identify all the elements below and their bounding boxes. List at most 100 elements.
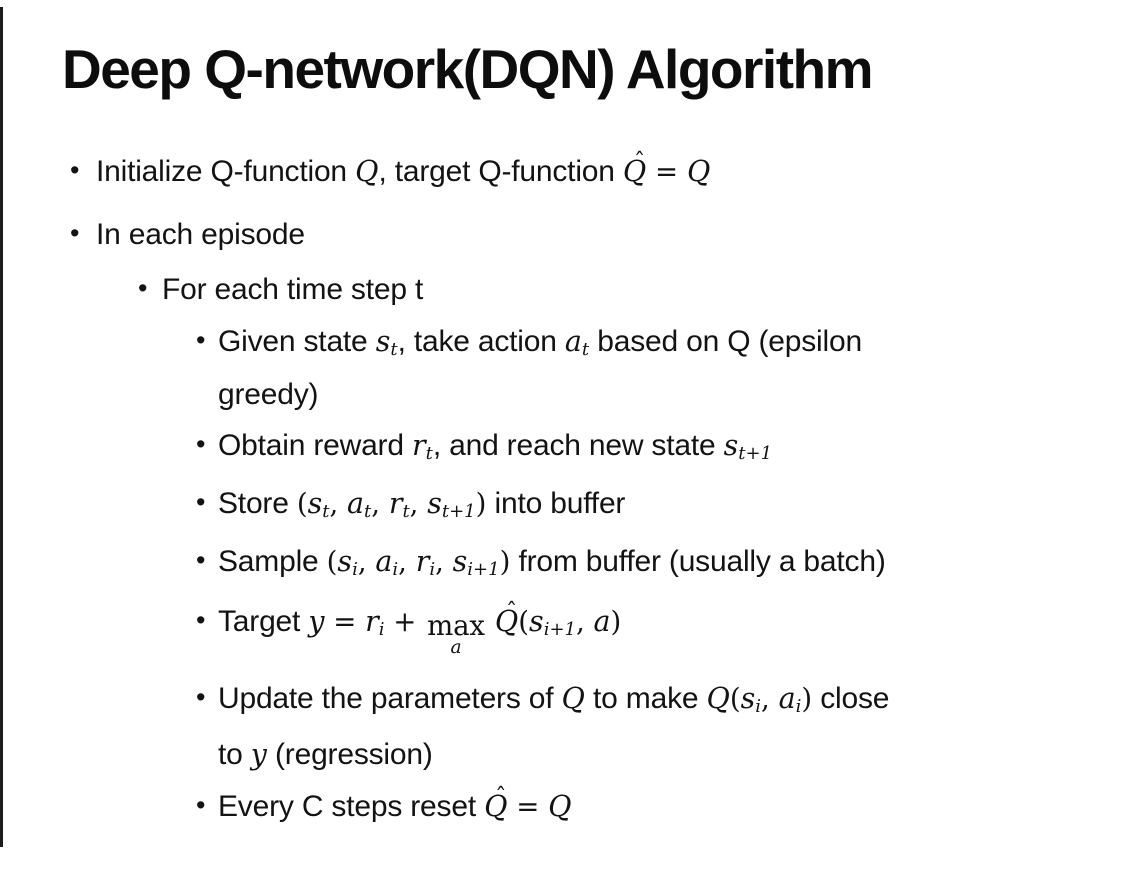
text-run: , target Q-function [378,155,623,189]
math-run: = [646,155,687,189]
math-run: = [507,790,549,824]
bullet-marker-icon: • [196,790,206,821]
math-run: , [329,487,348,521]
math-run: i [378,619,385,641]
bullet-item: •Sample (si, ai, ri, si+1) from buffer (… [0,539,1124,592]
bullet-item: •For each time step t [0,267,1124,312]
math-run: y [250,738,267,772]
hat-accent-icon: ˆ [505,598,518,625]
math-run: , [398,545,416,579]
text-run: Obtain reward [218,429,412,463]
text-run: In each episode [96,218,305,252]
bullet-marker-icon: • [196,325,206,356]
math-run: , [761,682,779,716]
math-run: s [529,605,544,639]
math-run: i+1 [543,619,576,641]
math-run: r [415,545,430,579]
math-run: y [308,605,325,639]
math-run: , [371,487,389,521]
text-run [487,605,495,638]
math-run: i [352,559,358,581]
math-run: ) [610,605,622,639]
math-run: Q [548,790,572,824]
math-run: ( [326,545,338,579]
bullet-marker-icon: • [196,429,206,460]
math-run: Q [622,155,647,189]
text-run: Store [218,487,297,521]
slide-left-edge-line [0,7,3,847]
math-run: ( [518,605,530,639]
bullet-marker-icon: • [196,605,206,636]
math-run: Q [686,155,711,189]
text-run: Initialize Q-function [96,155,356,189]
bullet-item-continuation: to y (regression) [0,732,1124,777]
math-run: s [427,487,442,521]
math-run: a [564,325,582,359]
math-run: r [388,487,403,521]
bullet-marker-icon: • [138,273,148,304]
bullet-marker-icon: • [196,487,206,518]
math-run: Q [494,605,519,639]
math-run: ) [499,545,511,579]
bullet-list: •Initialize Q-function Q, target Q-funct… [0,149,1124,829]
math-run: i+1 [467,559,500,581]
math-run: , [409,487,428,521]
math-run: = [324,605,366,639]
math-run: Q [706,682,730,716]
math-run: s [375,325,391,359]
math-run: s [723,429,739,463]
math-run: r [411,429,426,463]
math-run: , [575,605,594,639]
math-run: t+1 [738,443,773,465]
bullet-item: •Initialize Q-function Q, target Q-funct… [0,149,1124,194]
math-run: s [307,487,323,521]
math-run: a [375,545,393,579]
slide-title: Deep Q-network(DQN) Algorithm [62,38,874,100]
bullet-item-continuation: greedy) [0,372,1124,417]
hat-accent-icon: ˆ [495,784,507,811]
math-run: t [322,501,330,523]
math-run: + [384,605,426,639]
math-run: t [425,443,433,465]
math-run: ) [475,487,487,521]
text-run: , take action [397,325,565,359]
bullet-marker-icon: • [196,682,206,713]
bullet-item: •In each episode [0,212,1124,257]
math-run: Q [561,682,585,716]
text-run: to [218,738,251,772]
text-run: Target [218,605,309,639]
bullet-marker-icon: • [70,155,80,186]
math-run: s [740,682,756,716]
math-run: i [795,696,802,718]
bullet-item: •Given state st, take action at based on… [0,319,1124,372]
math-run: ( [729,682,741,716]
math-run: ( [296,487,308,521]
math-run: ) [801,682,813,716]
text-run: Update the parameters of [218,682,562,716]
math-run: Q [355,155,379,189]
math-run: i [392,559,399,581]
math-run: t [581,339,590,361]
math-run: s [337,545,353,579]
math-run: , [357,545,376,579]
text-run: (regression) [266,738,433,772]
math-run: r [365,605,379,639]
bullet-item: •Update the parameters of Q to make Q(si… [0,676,1124,729]
text-run: based on Q (epsilon [589,325,862,359]
hat-accent-icon: ˆ [633,149,646,176]
math-run: t+1 [441,501,476,523]
math-run: Q [484,790,508,824]
text-run: , and reach new state [432,429,724,463]
text-run: Every C steps reset [218,790,485,824]
text-run: from buffer (usually a batch) [510,545,886,579]
text-run: into buffer [486,487,626,521]
math-run: i [755,696,762,718]
math-run: i [429,559,436,581]
